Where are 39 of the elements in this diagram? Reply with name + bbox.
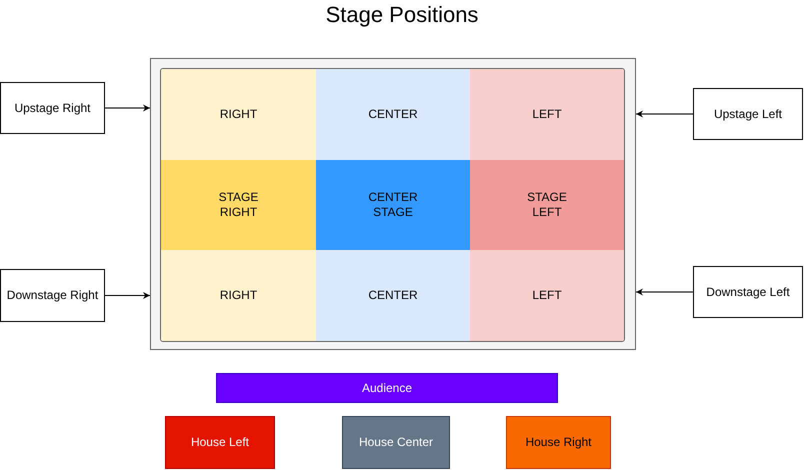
zone-label: CENTER bbox=[368, 107, 418, 122]
arrow bbox=[636, 110, 694, 118]
zone-label: STAGE LEFT bbox=[526, 190, 568, 220]
stage-zone bbox=[316, 160, 470, 250]
house-section-label: House Left bbox=[190, 435, 250, 450]
audience-bar bbox=[216, 373, 558, 403]
house-section-box bbox=[342, 416, 450, 469]
arrow bbox=[104, 104, 150, 112]
house-section-box bbox=[506, 416, 611, 469]
house-section-label: House Right bbox=[525, 435, 592, 450]
house-section-label: House Center bbox=[358, 435, 434, 450]
audience-label: Audience bbox=[362, 380, 412, 396]
stage-zone bbox=[161, 160, 316, 250]
stage-zone bbox=[316, 69, 470, 160]
diagram-title: Stage Positions bbox=[326, 2, 478, 28]
zone-label: CENTER bbox=[368, 288, 418, 303]
position-label: Upstage Left bbox=[714, 106, 782, 122]
zone-label: STAGE RIGHT bbox=[218, 190, 260, 220]
stage-zone bbox=[470, 250, 624, 341]
position-box bbox=[0, 269, 105, 322]
position-label: Upstage Right bbox=[14, 100, 91, 116]
zone-label: RIGHT bbox=[220, 288, 258, 303]
position-label: Downstage Right bbox=[6, 288, 98, 303]
house-section-box bbox=[165, 416, 275, 469]
arrow bbox=[104, 292, 150, 299]
position-box bbox=[693, 88, 803, 140]
zone-label: CENTER STAGE bbox=[367, 190, 419, 220]
stage-zone bbox=[161, 250, 316, 341]
stage-zone bbox=[470, 69, 624, 160]
position-label: Downstage Left bbox=[706, 284, 790, 300]
zone-label: RIGHT bbox=[220, 107, 258, 122]
zone-label: LEFT bbox=[532, 288, 562, 303]
position-box bbox=[693, 266, 803, 318]
zone-label: LEFT bbox=[532, 107, 562, 122]
position-box bbox=[0, 82, 105, 134]
stage-zone bbox=[470, 160, 624, 250]
stage-zone bbox=[316, 250, 470, 341]
stage-zone bbox=[161, 69, 316, 160]
arrow bbox=[636, 288, 694, 296]
